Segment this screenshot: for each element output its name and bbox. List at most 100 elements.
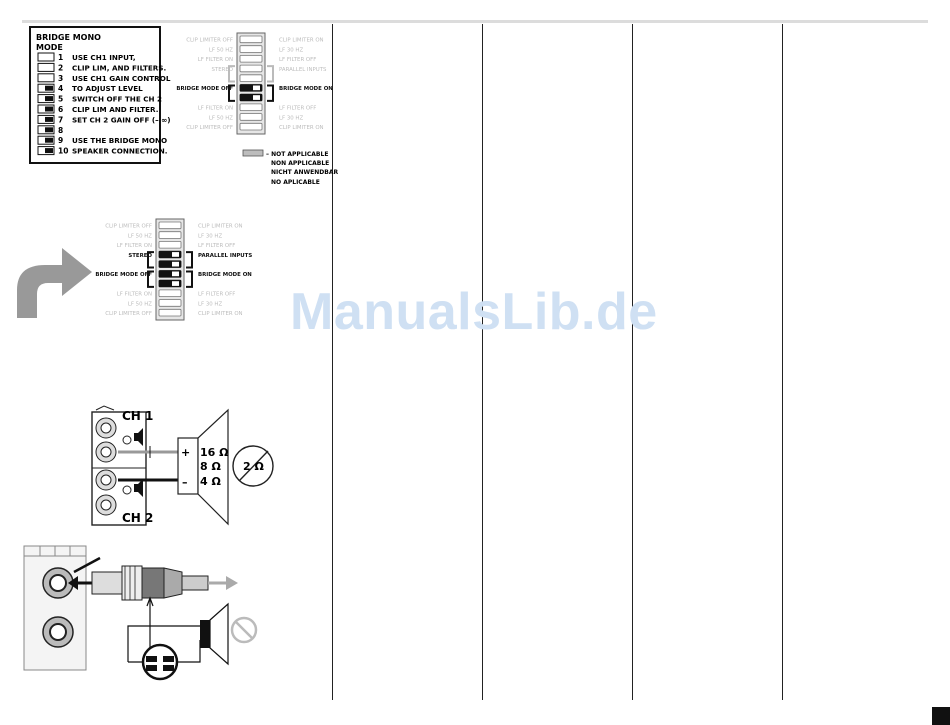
dip-label-right: CLIP LIMITER ON xyxy=(198,224,243,230)
dip-label-left: LF 50 HZ xyxy=(128,233,152,239)
column-rule-4 xyxy=(782,24,783,700)
table-row-number: 4 xyxy=(58,84,63,93)
table-row-text: SPEAKER CONNECTION. xyxy=(72,147,167,156)
dip-label-left: LF 50 HZ xyxy=(209,47,233,53)
dip-label-right: CLIP LIMITER ON xyxy=(198,311,243,317)
speakon-plug-diagram xyxy=(23,545,258,681)
table-row-number: 9 xyxy=(58,136,63,145)
dip-bracket xyxy=(186,270,193,288)
table-row-number: 5 xyxy=(58,95,63,104)
table-switch-knob xyxy=(45,127,53,133)
dip-label-right: PARALLEL INPUTS xyxy=(198,253,252,259)
dip-label-left: LF 50 HZ xyxy=(209,115,233,121)
top-rule xyxy=(22,20,928,23)
table-switch xyxy=(37,52,55,62)
dip-switch xyxy=(239,55,263,63)
dip-label-right: LF 30 HZ xyxy=(198,301,222,307)
dip-switch xyxy=(239,64,263,73)
dip-switch-knob xyxy=(172,281,179,286)
dip-switch-knob xyxy=(253,95,260,100)
table-row-text: CLIP LIM AND FILTER. xyxy=(72,105,158,114)
dip-label-left: CLIP LIMITER OFF xyxy=(105,311,152,317)
ch1-label: CH 1 xyxy=(122,409,153,423)
table-row-number: 3 xyxy=(58,74,63,83)
dip-label-left: LF FILTER ON xyxy=(117,243,152,249)
dip-label-left: LF FILTER ON xyxy=(117,292,152,298)
not-applicable-legend: – NOT APPLICABLE NON APPLICABLE NICHT AN… xyxy=(242,149,338,186)
dip-switch xyxy=(158,221,182,230)
dip-bracket xyxy=(147,251,154,269)
ohm-4-label: 4 Ω xyxy=(200,475,221,488)
page-corner-mark xyxy=(932,707,950,725)
dip-label-right: LF FILTER OFF xyxy=(279,57,316,63)
table-row-number: 8 xyxy=(58,126,63,135)
dip-label-right: LF FILTER OFF xyxy=(198,243,235,249)
dip-switch xyxy=(158,299,182,307)
dip-label-right: LF 30 HZ xyxy=(279,47,303,53)
dip-label-left: LF 50 HZ xyxy=(128,301,152,307)
ohm-16-label: 16 Ω xyxy=(200,446,229,459)
column-rule-2 xyxy=(482,24,483,700)
bridge-table-header-1: BRIDGE MONO xyxy=(36,33,101,42)
table-row-text: TO ADJUST LEVEL xyxy=(72,84,143,93)
table-row-text: SWITCH OFF THE CH 2 xyxy=(72,95,162,104)
dip-label-right: LF 30 HZ xyxy=(279,115,303,121)
table-switch-knob xyxy=(45,137,53,143)
dip-switch xyxy=(158,308,182,317)
na-line-3: NICHT ANWENDBAR xyxy=(271,169,338,176)
na-line-4: NO APLICABLE xyxy=(271,179,320,186)
na-line-1: – NOT APPLICABLE xyxy=(266,151,328,158)
table-switch-knob xyxy=(45,85,53,91)
dip-switch xyxy=(239,45,263,53)
prohibited-icon-2 xyxy=(230,616,258,644)
dip-switch xyxy=(158,231,182,239)
ohm-8-label: 8 Ω xyxy=(200,460,221,473)
table-row-text: USE CH1 INPUT, xyxy=(72,53,136,62)
table-switch-knob xyxy=(45,116,53,122)
dip-label-left: BRIDGE MODE OFF xyxy=(95,272,152,278)
dip-bracket xyxy=(147,270,154,288)
dip-switch-diagram-2: CLIP LIMITER OFF CLIP LIMITER ON LF 50 HZ L… xyxy=(95,218,252,321)
dip-switch-knob xyxy=(253,85,260,91)
dip-label-right: LF FILTER OFF xyxy=(198,292,235,298)
dip-switch xyxy=(239,122,263,131)
table-row-number: 6 xyxy=(58,105,63,114)
dip-label-left: BRIDGE MODE OFF xyxy=(176,86,233,92)
table-row-text: SET CH 2 GAIN OFF (– ∞) xyxy=(72,115,171,124)
table-row-number: 10 xyxy=(58,147,68,156)
dip-switch xyxy=(239,103,263,112)
dip-label-left: CLIP LIMITER OFF xyxy=(186,125,233,131)
bridge-table-header-2: MODE xyxy=(36,43,63,52)
dip-label-right: BRIDGE MODE ON xyxy=(279,86,333,92)
na-line-2: NON APPLICABLE xyxy=(271,160,329,167)
column-rule-3 xyxy=(632,24,633,700)
table-row-text: CLIP LIM, AND FILTERS. xyxy=(72,63,166,72)
dip-label-right: LF 30 HZ xyxy=(198,233,222,239)
table-switch xyxy=(37,62,55,72)
dip-bracket xyxy=(228,65,235,83)
dip-switch xyxy=(239,35,263,44)
dip-switch-diagram-1: CLIP LIMITER OFF CLIP LIMITER ON LF 50 HZ L… xyxy=(176,32,333,135)
minus-terminal: – xyxy=(182,476,188,489)
dip-switch-knob xyxy=(172,261,179,267)
table-row-number: 2 xyxy=(58,63,63,72)
table-row-text: USE CH1 GAIN CONTROL xyxy=(72,74,171,83)
dip-switch xyxy=(239,113,263,121)
dip-label-right: LF FILTER OFF xyxy=(279,106,316,112)
dip-label-right: BRIDGE MODE ON xyxy=(198,272,252,278)
table-row-text: USE THE BRIDGE MONO xyxy=(72,136,167,145)
speaker-wiring-diagram: CH 1 CH 2 + – 16 Ω 8 Ω 4 Ω 2 Ω xyxy=(91,405,274,526)
watermark: ManualsLib.de xyxy=(290,283,658,341)
ch2-label: CH 2 xyxy=(122,511,153,525)
ohm-2-label: 2 Ω xyxy=(243,460,264,473)
dip-switch xyxy=(239,74,263,82)
dip-label-right: CLIP LIMITER ON xyxy=(279,38,324,44)
dip-bracket xyxy=(267,84,274,102)
plus-terminal: + xyxy=(181,446,190,459)
dip-switch xyxy=(158,240,182,249)
dip-switch xyxy=(158,289,182,297)
dip-label-left: LF FILTER ON xyxy=(198,106,233,112)
dip-switch-knob xyxy=(172,252,179,257)
